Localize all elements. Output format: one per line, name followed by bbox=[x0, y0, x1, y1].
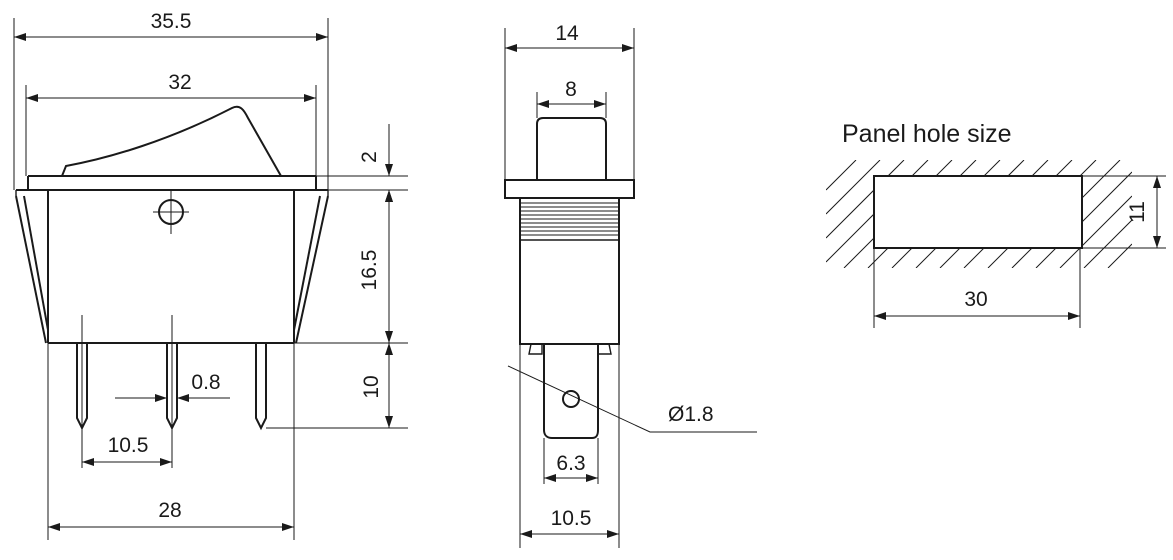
panel-hole-view: Panel hole size 30 1 bbox=[826, 120, 1166, 328]
dim-side-body-width: 10.5 bbox=[551, 507, 592, 530]
dim-body-height: 16.5 bbox=[358, 250, 381, 291]
side-body bbox=[504, 117, 635, 439]
dim-terminal-thickness: 0.8 bbox=[191, 371, 220, 394]
dim-hole-diameter: Ø1.8 bbox=[668, 403, 714, 426]
side-terminal bbox=[543, 344, 599, 439]
dim-terminal-length: 10 bbox=[360, 375, 383, 398]
front-dimension-lines bbox=[14, 33, 393, 531]
side-dimension-lines bbox=[505, 44, 634, 538]
rocker-actuator bbox=[61, 105, 282, 177]
dim-panel-height: 11 bbox=[1126, 201, 1149, 223]
panel-cutout bbox=[873, 175, 1083, 249]
side-ribs bbox=[520, 202, 619, 241]
dim-side-width: 14 bbox=[555, 22, 579, 45]
dim-side-actuator-width: 8 bbox=[565, 78, 577, 101]
dim-cap-height: 2 bbox=[358, 151, 381, 163]
side-view: 14 8 Ø1.8 6.3 10.5 bbox=[504, 22, 757, 548]
dim-terminal-span: 28 bbox=[158, 499, 181, 522]
hole-leader bbox=[507, 365, 757, 433]
dim-panel-width: 30 bbox=[964, 288, 987, 311]
dim-terminal-pitch: 10.5 bbox=[108, 434, 149, 457]
terminal-hole bbox=[562, 390, 580, 408]
front-extension-lines bbox=[13, 18, 408, 540]
side-extension-lines bbox=[504, 28, 635, 548]
dim-terminal-width: 6.3 bbox=[556, 452, 585, 475]
panel-hole-title: Panel hole size bbox=[842, 120, 1012, 148]
front-view: 35.5 32 2 16.5 10 0.8 10.5 28 bbox=[13, 10, 408, 540]
switch-body bbox=[15, 175, 329, 344]
dim-overall-width: 35.5 bbox=[151, 10, 192, 33]
dim-actuator-width: 32 bbox=[168, 71, 191, 94]
